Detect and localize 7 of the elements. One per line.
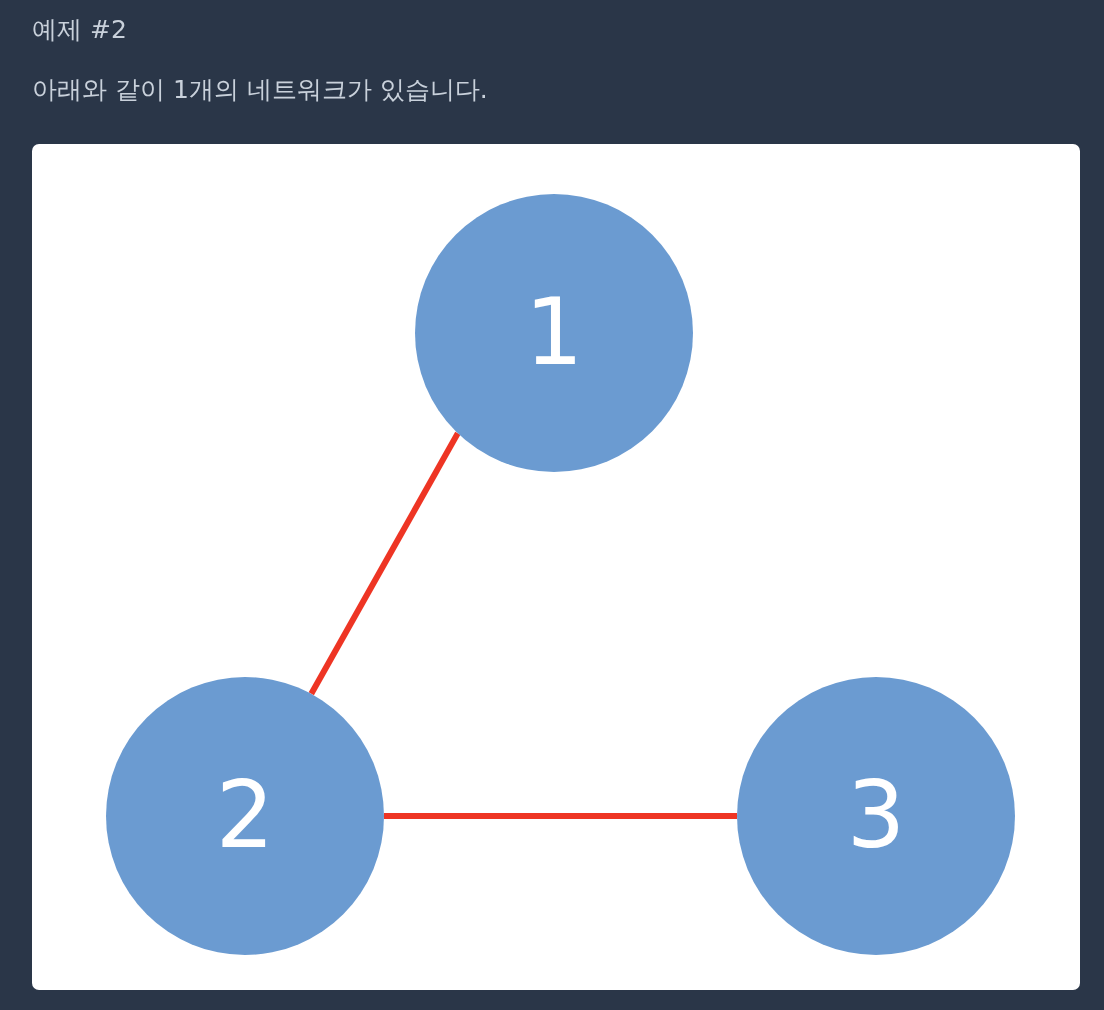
heading: 예제 #2: [32, 14, 127, 46]
node-label: 1: [524, 287, 584, 379]
node-label: 3: [846, 770, 906, 862]
edge-line: [384, 813, 737, 819]
node-label: 2: [215, 770, 275, 862]
description-text: 아래와 같이 1개의 네트워크가 있습니다.: [32, 74, 488, 106]
edge-line: [308, 431, 461, 696]
